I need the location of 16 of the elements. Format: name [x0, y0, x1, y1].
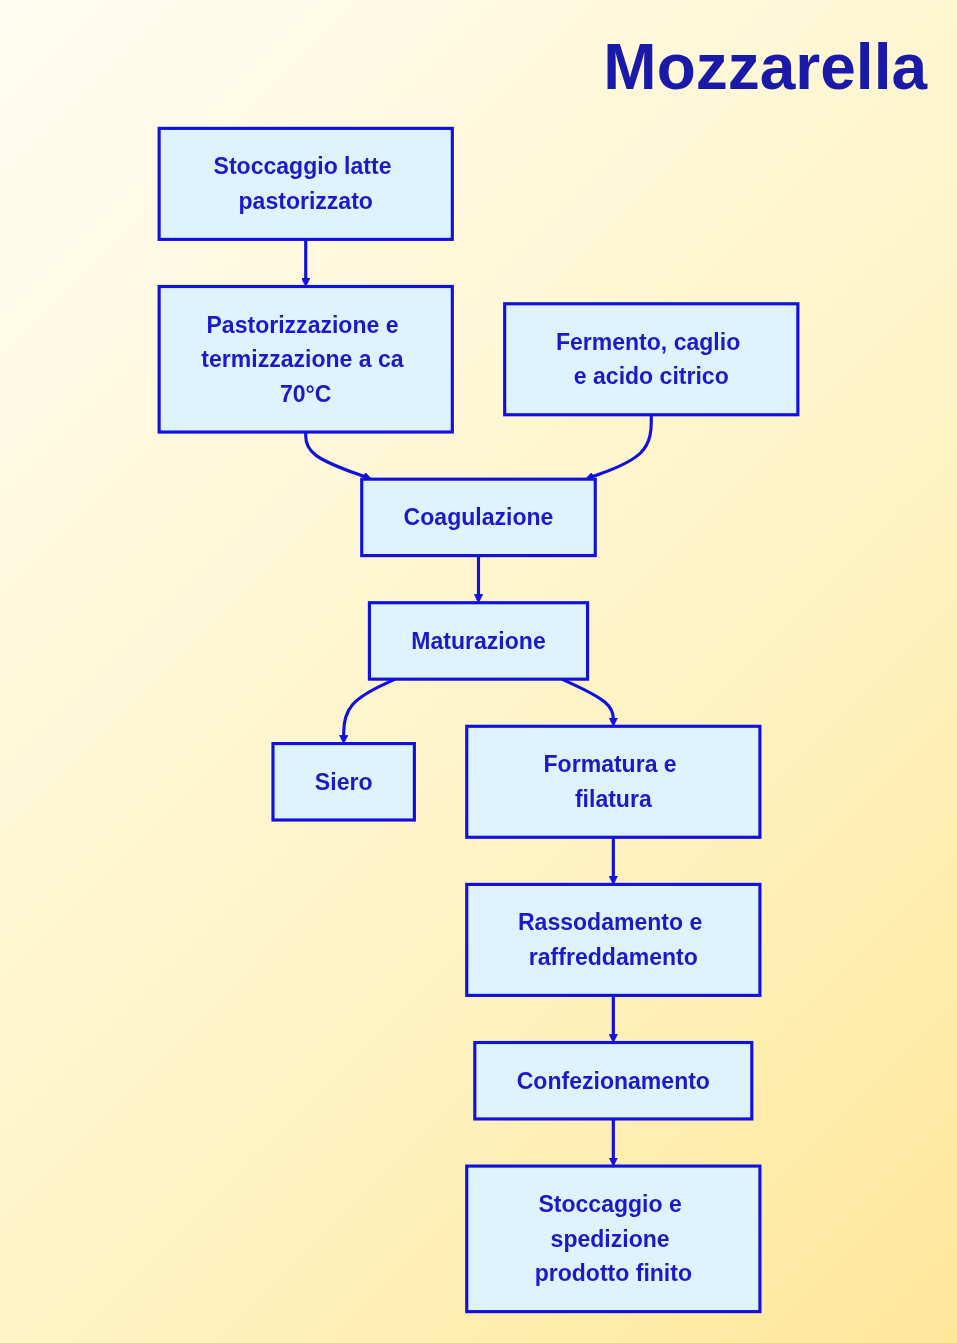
- arrow: [301, 239, 311, 287]
- node-box: Fermento, caglio e acido citrico: [503, 302, 800, 417]
- arrow: [608, 1118, 618, 1167]
- node-box: Stoccaggio e spedizione prodotto finito: [465, 1164, 762, 1314]
- node-box: Rassodamento e raffreddamento: [465, 882, 762, 997]
- node-box: Siero: [271, 742, 416, 822]
- arrow: [608, 995, 618, 1043]
- diagram-title: Mozzarella: [603, 30, 927, 104]
- node-box: Stoccaggio latte pastorizzato: [157, 126, 454, 241]
- arrow: [608, 837, 618, 885]
- node-box: Pastorizzazione e termizzazione a ca 70°C: [157, 284, 454, 434]
- node-box: Confezionamento: [473, 1040, 754, 1121]
- node-box: Coagulazione: [360, 477, 597, 558]
- arrow: [584, 414, 653, 481]
- node-box: Formatura e filatura: [465, 724, 762, 839]
- node-box: Maturazione: [367, 601, 590, 681]
